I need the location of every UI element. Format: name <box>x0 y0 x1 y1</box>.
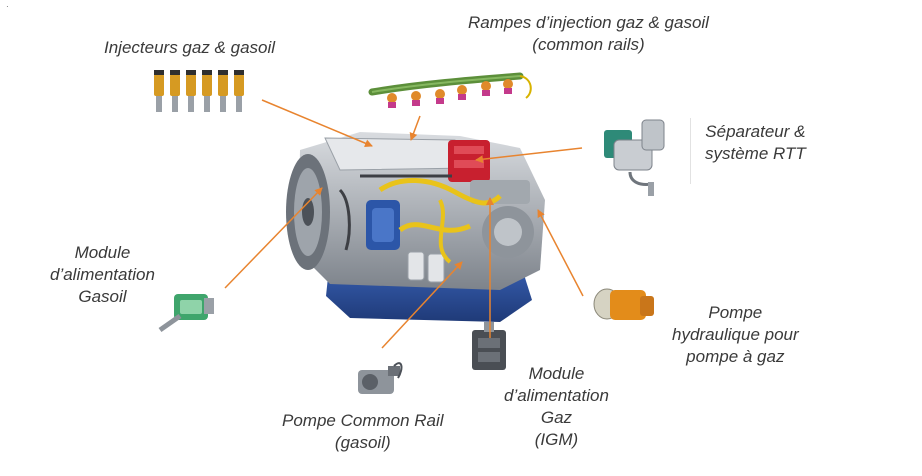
label-gas-module-line1: Module <box>528 364 585 383</box>
label-separator-rtt: Séparateur & système RTT <box>705 121 806 165</box>
fuel-module-diesel-image <box>158 294 214 333</box>
hydraulic-pump-image <box>593 288 654 320</box>
label-fuel-module-diesel-line1: Module <box>74 243 131 262</box>
label-common-rail-pump-line2: (gasoil) <box>334 433 391 452</box>
label-fuel-module-diesel: Module d’alimentation Gasoil <box>50 242 155 308</box>
separator-rtt-image <box>604 119 665 196</box>
label-gas-module-igm: Module d’alimentation Gaz (IGM) <box>504 363 609 451</box>
label-injectors: Injecteurs gaz & gasoil <box>104 38 276 57</box>
arrow-hydraulic-pump <box>537 209 584 297</box>
label-separator-line2: système RTT <box>705 144 806 163</box>
label-gas-module-line3: Gaz <box>540 408 573 427</box>
injectors-image <box>154 70 244 112</box>
corner-mark: · <box>6 2 9 11</box>
arrow-separator <box>475 147 583 164</box>
common-rail-pump-image <box>358 362 403 394</box>
arrow-fuel-module-diesel <box>224 187 323 289</box>
arrow-common-rail-pump <box>381 261 463 349</box>
label-gas-module-line4: (IGM) <box>534 430 579 449</box>
label-hydraulic-pump-line3: pompe à gaz <box>686 347 785 366</box>
label-common-rail-pump: Pompe Common Rail (gasoil) <box>282 410 444 454</box>
label-fuel-module-diesel-line2: d’alimentation <box>50 265 155 284</box>
label-separator-line1: Séparateur & <box>705 122 806 141</box>
arrow-rails <box>409 115 421 141</box>
label-hydraulic-pump-line2: hydraulique pour <box>672 325 799 344</box>
gas-module-igm-image <box>472 322 506 370</box>
common-rails-image <box>368 72 532 108</box>
label-common-rails-line1: Rampes d’injection gaz & gasoil <box>468 13 709 32</box>
engine-image <box>286 132 545 322</box>
arrow-injectors <box>261 99 373 147</box>
label-common-rail-pump-line1: Pompe Common Rail <box>282 411 444 430</box>
label-common-rails: Rampes d’injection gaz & gasoil (common … <box>468 12 709 56</box>
divider-line <box>690 118 691 184</box>
label-common-rails-line2: (common rails) <box>532 35 645 54</box>
label-fuel-module-diesel-line3: Gasoil <box>78 287 127 306</box>
label-hydraulic-pump: Pompe hydraulique pour pompe à gaz <box>672 302 799 368</box>
label-gas-module-line2: d’alimentation <box>504 386 609 405</box>
label-hydraulic-pump-line1: Pompe <box>708 303 763 322</box>
